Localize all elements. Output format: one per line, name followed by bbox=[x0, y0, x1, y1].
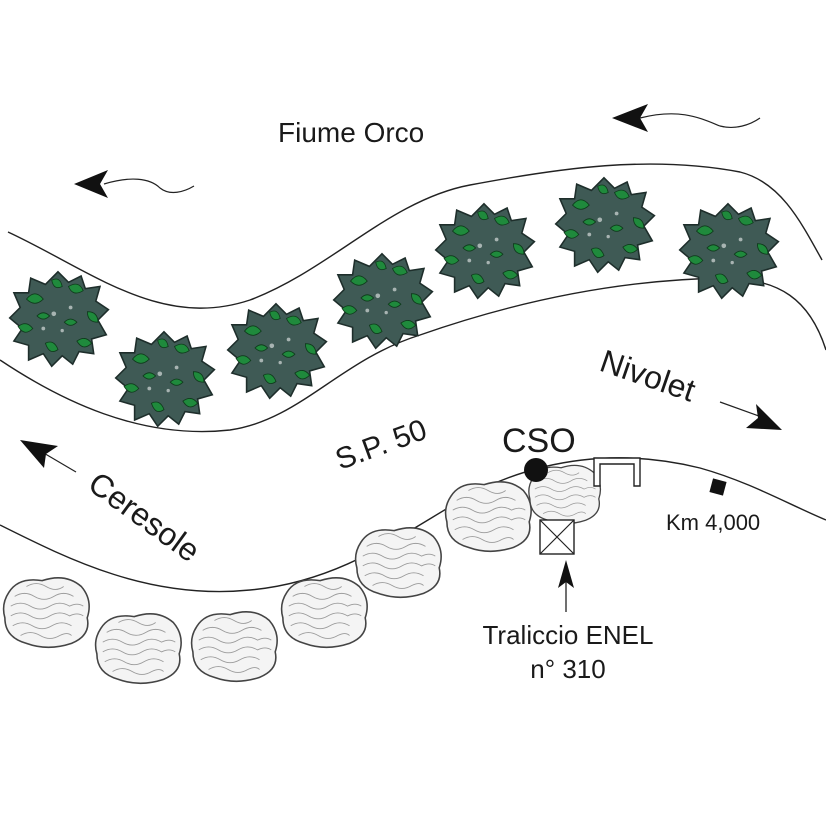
square-marker-icon bbox=[709, 478, 727, 496]
km-marker-label: Km 4,000 bbox=[666, 510, 760, 535]
nivolet-label: Nivolet bbox=[596, 343, 700, 409]
river-label: Fiume Orco bbox=[278, 117, 424, 148]
tree-icon bbox=[678, 203, 780, 300]
rock-icon bbox=[354, 527, 442, 599]
tree-icon bbox=[434, 203, 536, 300]
road-label: S.P. 50 bbox=[331, 413, 431, 476]
bridge-icon bbox=[593, 457, 641, 487]
tree-icon bbox=[226, 303, 328, 400]
filled-circle-icon bbox=[524, 458, 548, 482]
pylon-label-line1: Traliccio ENEL bbox=[483, 620, 654, 650]
river-flow-arrow-left bbox=[74, 170, 195, 198]
river-upper-bank bbox=[7, 163, 823, 309]
ceresole-label: Ceresole bbox=[82, 465, 207, 569]
ceresole-arrow bbox=[20, 440, 77, 473]
river-flow-arrow-right bbox=[612, 104, 761, 132]
tree-icon bbox=[332, 253, 434, 350]
rock-icon bbox=[444, 481, 532, 553]
tree-icon bbox=[114, 331, 216, 428]
pylon-label-line2: n° 310 bbox=[530, 654, 605, 684]
pylon-box-icon bbox=[539, 519, 575, 555]
rock-icon bbox=[2, 577, 90, 649]
tree-icon bbox=[8, 271, 110, 368]
site-label: CSO bbox=[502, 422, 576, 460]
rock-icon bbox=[94, 613, 182, 685]
pylon-pointer-arrow bbox=[558, 560, 574, 612]
tree-icon bbox=[554, 177, 656, 274]
rock-icon bbox=[280, 577, 368, 649]
rock-icon bbox=[190, 611, 278, 683]
nivolet-arrow bbox=[719, 401, 782, 430]
